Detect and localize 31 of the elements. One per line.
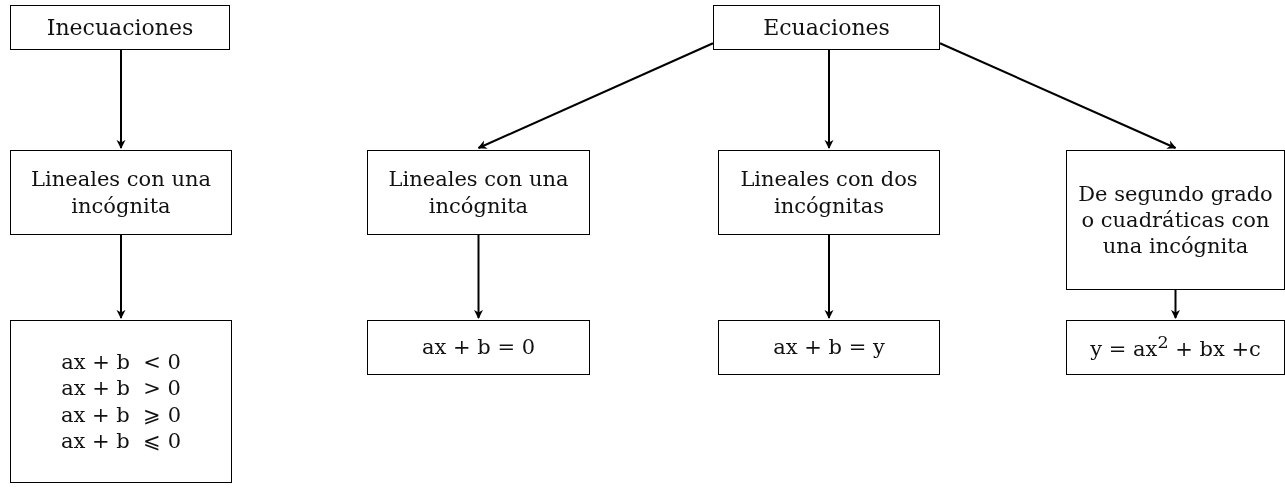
box-label: Lineales con dos incógnitas [739,166,919,219]
arrow [477,42,714,149]
box-label: ax + b = y [773,334,885,361]
arrow [1171,289,1180,319]
box-label: ax + b < 0 [61,349,181,376]
text-box [10,320,232,483]
box-label: ax + b > 0 [61,375,181,402]
arrow [116,234,126,319]
arrow [939,42,1177,149]
box-label: Lineales con una incógnita [30,166,212,219]
box-label: ax + b ⩽ 0 [60,427,182,454]
box-label: ax + b = 0 [421,334,536,361]
box-label: De segundo grado o cuadráticas con una incógnita [1077,180,1274,260]
text-box [713,5,940,50]
text-box [10,5,230,50]
text-box [718,150,940,235]
text-box [367,150,590,235]
box-label: ax + b ⩾ 0 [60,401,182,428]
box-label: Ecuaciones [763,13,890,42]
arrow [116,49,126,149]
text-box [367,320,590,375]
box-label: y = ax$^{2}$ + bx +c [1090,332,1261,363]
arrow [474,234,483,319]
arrow [824,234,834,319]
box-label: Lineales con una incógnita [387,166,570,219]
text-box [1066,150,1285,290]
box-label: Inecuaciones [46,13,194,42]
text-box [718,320,940,375]
arrow [824,49,834,149]
text-box [10,150,232,235]
text-box [1066,320,1285,375]
